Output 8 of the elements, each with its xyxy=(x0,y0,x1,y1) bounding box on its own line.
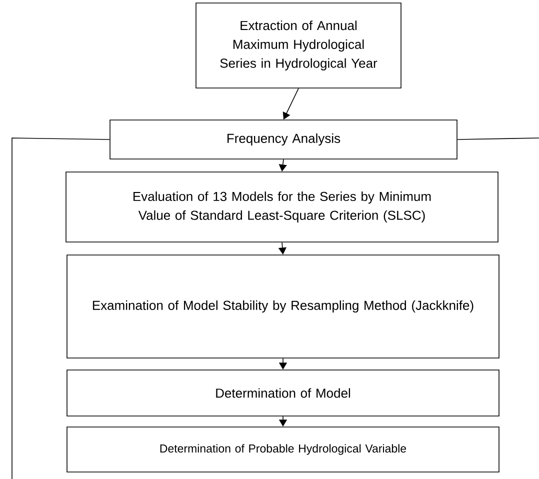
process-box: Determination of Probable Hydrological Variable xyxy=(66,426,500,472)
process-box: Determination of Model xyxy=(66,370,500,416)
process-box: Frequency Analysis xyxy=(110,120,458,160)
process-box: Extraction of Annual Maximum Hydrological Series in Hydrological Year xyxy=(196,2,402,88)
process-box: Evaluation of 13 Models for the Series by Minimum Value of Standard Least-Square Criterion (SLSC) xyxy=(66,172,498,242)
process-box: Examination of Model Stability by Resampling Method (Jackknife) xyxy=(66,254,500,358)
connector-line xyxy=(12,138,110,479)
connector-line xyxy=(457,138,539,140)
